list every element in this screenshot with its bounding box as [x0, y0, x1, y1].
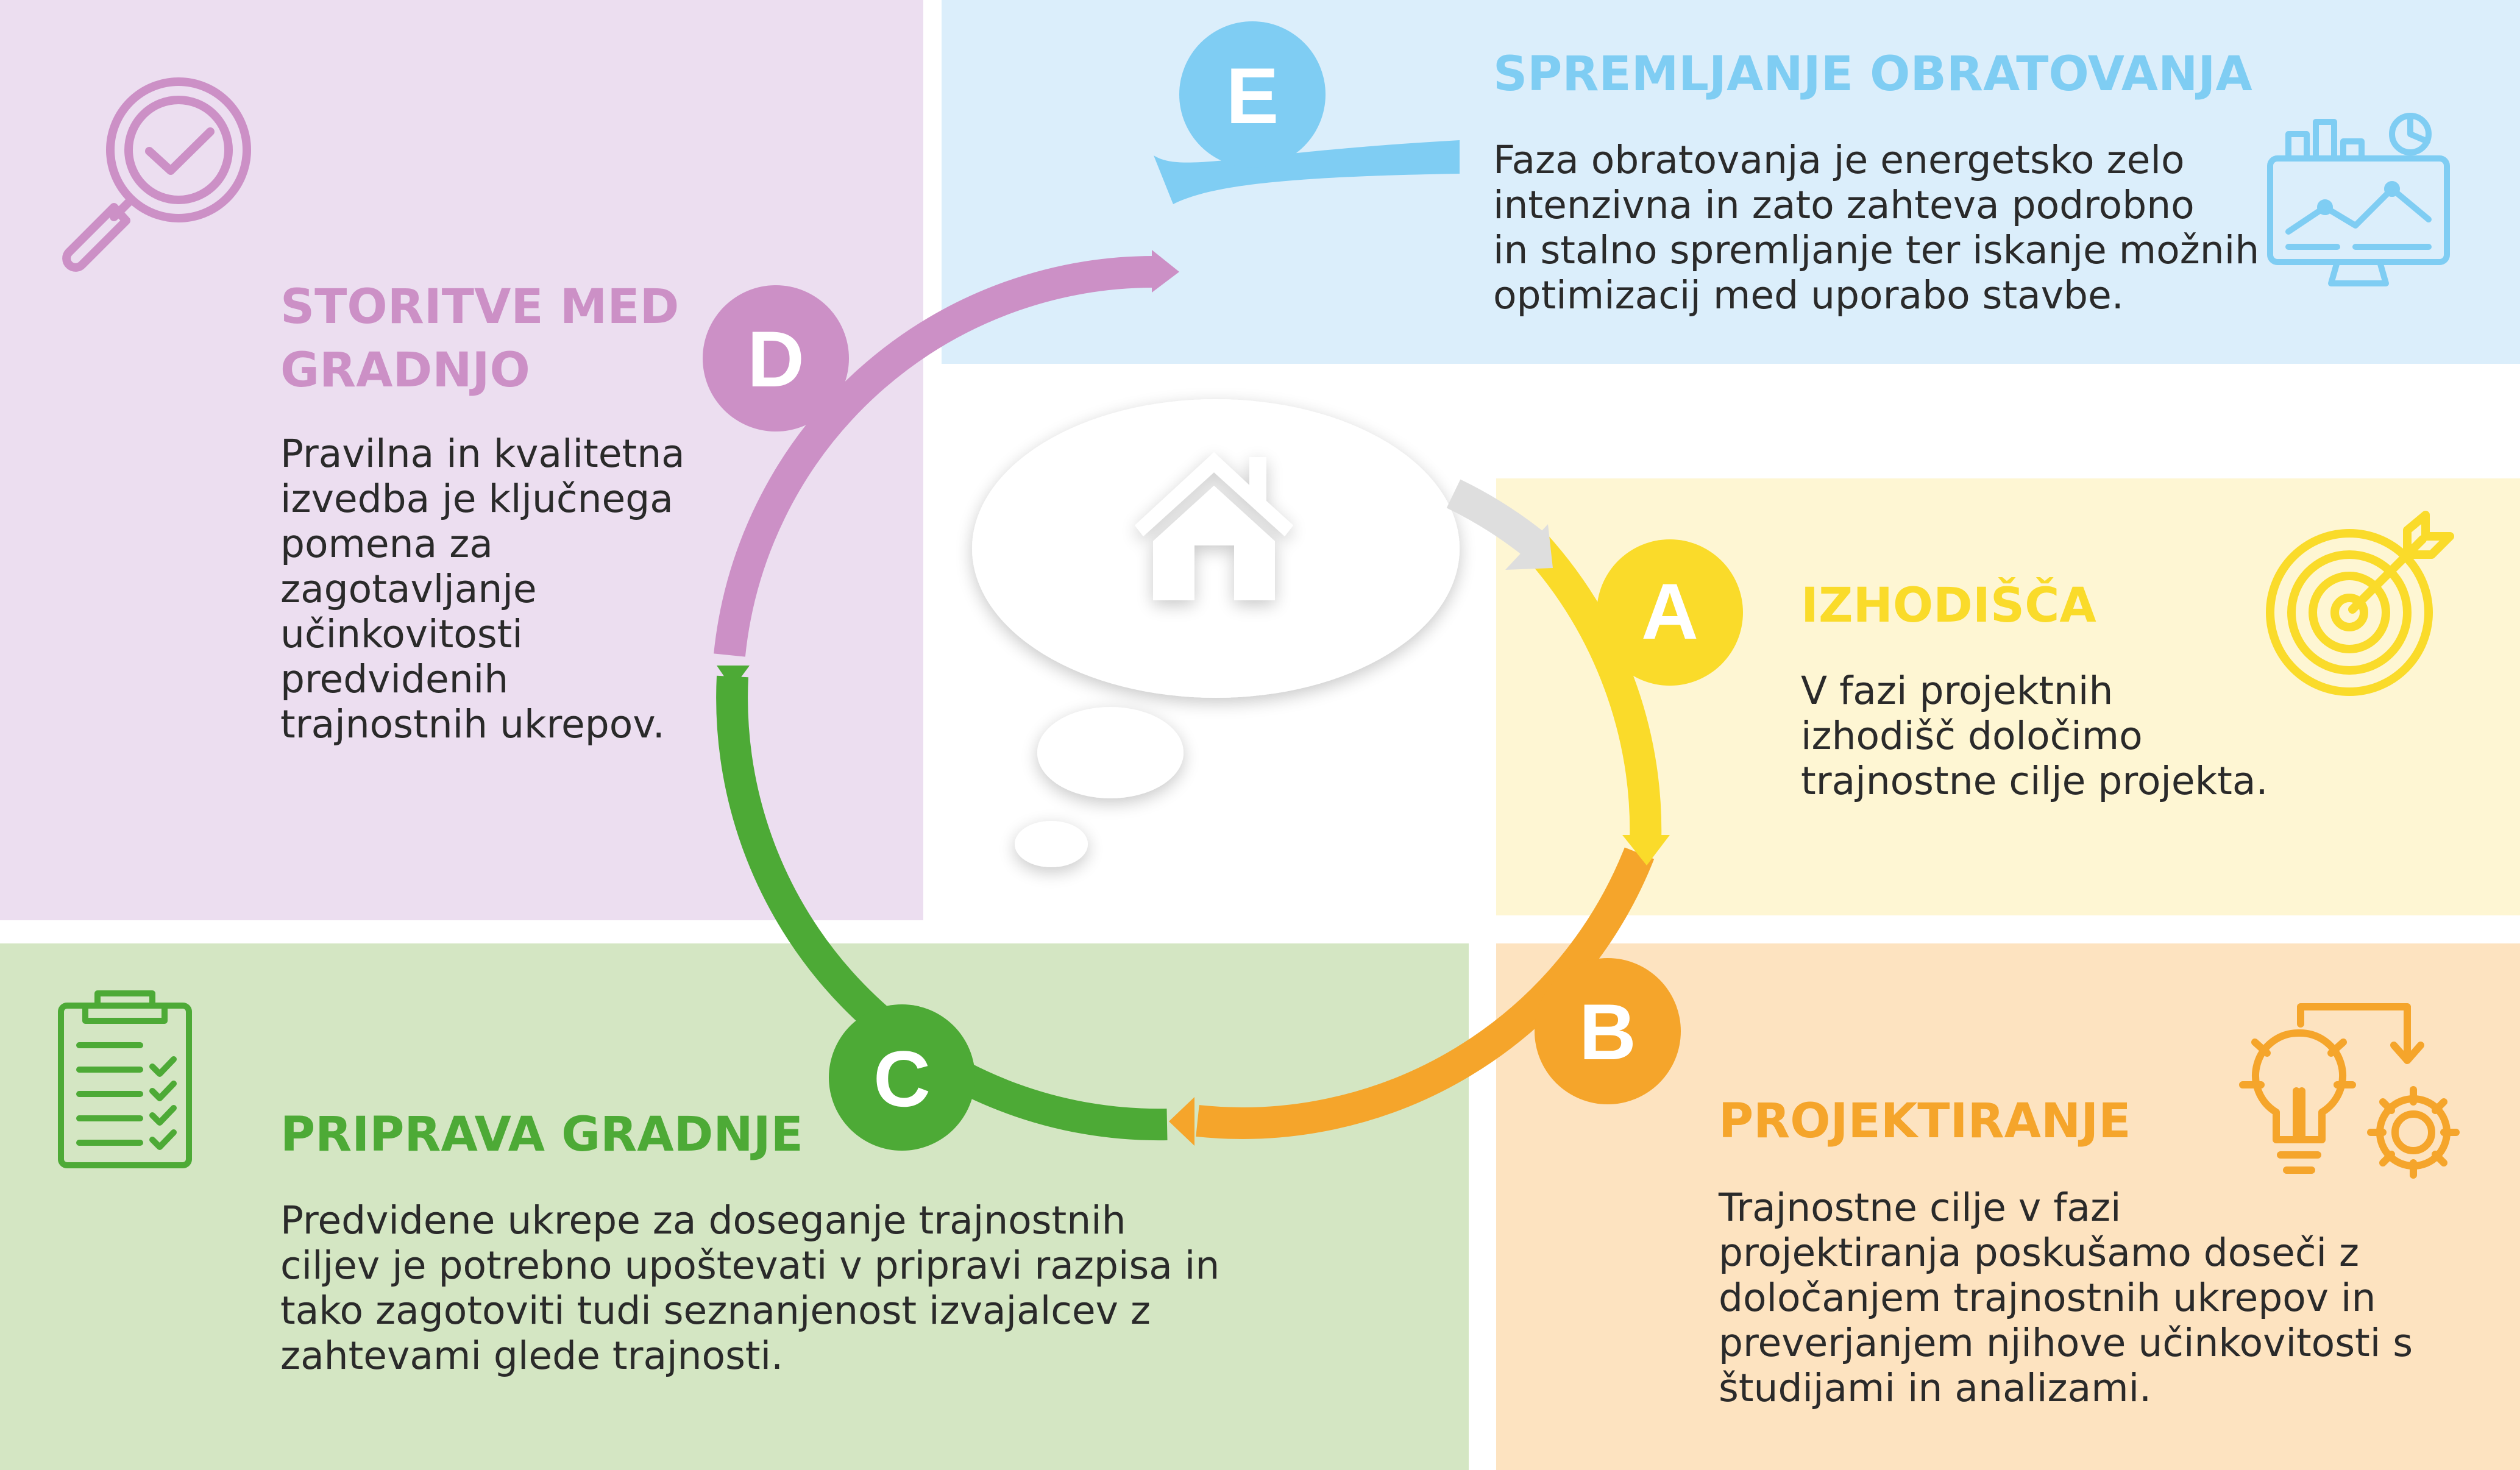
title-b: PROJEKTIRANJE: [1719, 1094, 2131, 1149]
arrow-orange: [1169, 1097, 1194, 1146]
lightbulb-gear-icon: [2239, 1003, 2460, 1179]
arrow-purple: [1152, 250, 1179, 293]
title-a: IZHODIŠČA: [1801, 578, 2096, 633]
arc-grey: [1446, 479, 1547, 559]
monitor-charts-icon: [2267, 113, 2450, 286]
text-b: Trajnostne cilje v fazi projektiranja po…: [1719, 1185, 2413, 1410]
circle-e: E: [1179, 21, 1326, 168]
text-c: Predvidene ukrepe za doseganje trajnostn…: [280, 1198, 1220, 1378]
letter-e: E: [1226, 51, 1279, 140]
letter-d: D: [747, 314, 804, 403]
letter-a: A: [1641, 567, 1698, 656]
text-d: Pravilna in kvalitetna izvedba je ključn…: [280, 431, 685, 747]
clipboard-checklist-icon: [58, 990, 192, 1168]
panel-c-background: [0, 943, 1469, 1470]
title-c: PRIPRAVA GRADNJE: [280, 1107, 803, 1162]
target-icon: [2266, 511, 2454, 696]
house-icon: [1135, 452, 1293, 600]
thought-bubble: [972, 399, 1460, 867]
letter-b: B: [1579, 987, 1636, 1076]
arrow-e-blue: [1154, 140, 1460, 204]
circle-c: C: [829, 1004, 975, 1151]
arc-a-yellow: [1525, 536, 1662, 843]
arrow-grey: [1505, 524, 1553, 570]
circle-a: A: [1597, 539, 1743, 686]
letter-c: C: [873, 1034, 931, 1123]
circle-d: D: [703, 285, 849, 431]
arrow-green: [717, 666, 750, 689]
circle-b: B: [1535, 958, 1681, 1104]
arc-c-green: [716, 675, 1168, 1141]
arc-b-orange: [1196, 847, 1655, 1139]
text-e: Faza obratovanja je energetsko zelo inte…: [1493, 138, 2260, 318]
title-d: STORITVE MED GRADNJO: [280, 280, 680, 398]
arc-d-purple: [714, 255, 1155, 657]
magnifier-check-icon: [62, 77, 251, 272]
text-a: V fazi projektnih izhodišč določimo traj…: [1801, 669, 2268, 803]
title-e: SPREMLJANJE OBRATOVANJA: [1493, 47, 2252, 102]
arrow-yellow: [1622, 835, 1670, 865]
